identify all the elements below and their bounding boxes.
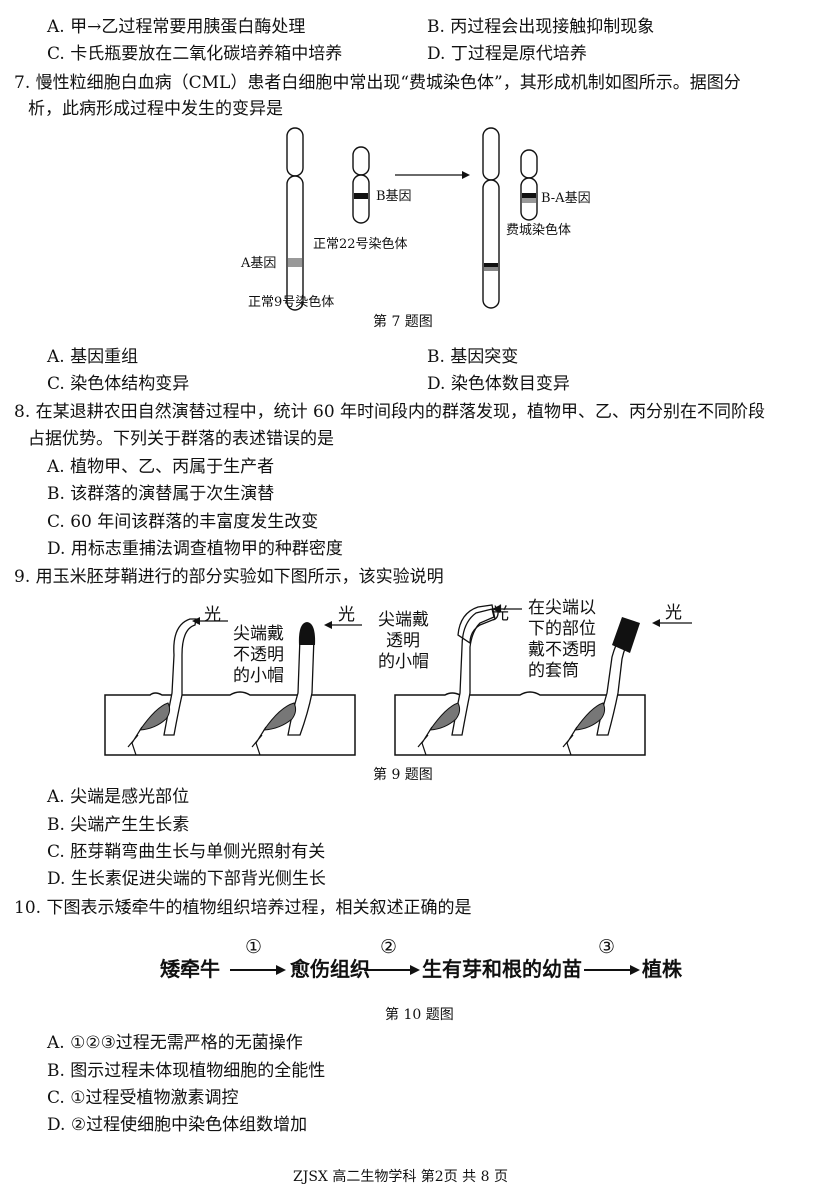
sleeve-line2: 下的部位 xyxy=(528,619,596,639)
q10-stem: 10. 下图表示矮牵牛的植物组织培养过程，相关叙述正确的是 xyxy=(14,898,472,918)
q10-option-a: A. ①②③过程无需严格的无菌操作 xyxy=(47,1033,303,1053)
clear-cap-label: 尖端戴 透明 的小帽 xyxy=(378,610,429,673)
q7-chromosome-figure xyxy=(286,127,538,311)
q9-option-d: D. 生长素促进尖端的下部背光侧生长 xyxy=(47,869,326,889)
q8-option-a: A. 植物甲、乙、丙属于生产者 xyxy=(47,457,275,477)
opaque-cap-label: 尖端戴 不透明 的小帽 xyxy=(233,624,284,687)
light-label-3: 光 xyxy=(492,604,509,624)
experiment-box-right xyxy=(394,604,692,756)
ba-gene-label: B-A基因 xyxy=(541,191,591,206)
q9-option-a: A. 尖端是感光部位 xyxy=(47,787,190,807)
clear-cap-line1: 尖端戴 xyxy=(378,610,429,630)
normal-chromosome-22 xyxy=(352,146,370,224)
flow-step-seedling: 生有芽和根的幼苗 xyxy=(422,957,582,981)
flow-num-1: ① xyxy=(245,936,263,958)
q8-stem-line1: 8. 在某退耕农田自然演替过程中，统计 60 年时间段内的群落发现，植物甲、乙、… xyxy=(14,402,766,422)
q7-stem-line1: 7. 慢性粒细胞白血病（CML）患者白细胞中常出现“费城染色体”，其形成机制如图… xyxy=(14,73,741,93)
opaque-cap-line1: 尖端戴 xyxy=(233,624,284,644)
q10-option-c: C. ①过程受植物激素调控 xyxy=(47,1088,239,1108)
q6-option-c: C. 卡氏瓶要放在二氧化碳培养箱中培养 xyxy=(47,44,343,64)
transform-arrow xyxy=(395,171,470,179)
q6-option-a: A. 甲→乙过程常要用胰蛋白酶处理 xyxy=(47,17,306,37)
light-label-4: 光 xyxy=(665,603,682,623)
q7-option-c: C. 染色体结构变异 xyxy=(47,374,190,394)
flow-step-callus: 愈伤组织 xyxy=(290,957,370,981)
q7-option-d: D. 染色体数目变异 xyxy=(427,374,570,394)
opaque-cap-line2: 不透明 xyxy=(233,645,284,665)
flow-num-2: ② xyxy=(380,936,398,958)
q7-caption: 第 7 题图 xyxy=(373,314,433,330)
sleeve-line3: 戴不透明 xyxy=(528,640,596,660)
flow-num-3: ③ xyxy=(598,936,616,958)
q6-option-b: B. 丙过程会出现接触抑制现象 xyxy=(427,17,655,37)
sleeve-label: 在尖端以 下的部位 戴不透明 的套筒 xyxy=(528,598,596,682)
sleeve-line1: 在尖端以 xyxy=(528,598,596,618)
q9-stem: 9. 用玉米胚芽鞘进行的部分实验如下图所示，该实验说明 xyxy=(14,567,444,587)
q9-option-c: C. 胚芽鞘弯曲生长与单侧光照射有关 xyxy=(47,842,326,862)
philadelphia-chromosome xyxy=(520,149,538,221)
q10-caption: 第 10 题图 xyxy=(385,1007,454,1023)
sleeve-line4: 的套筒 xyxy=(528,661,579,681)
normal-chromosome-9 xyxy=(286,127,304,311)
q9-caption: 第 9 题图 xyxy=(373,767,433,783)
normal9-label: 正常9号染色体 xyxy=(248,295,335,310)
q8-option-d: D. 用标志重捕法调查植物甲的种群密度 xyxy=(47,539,343,559)
flow-arrow-3 xyxy=(584,965,640,975)
q8-stem-line2: 占据优势。下列关于群落的表述错误的是 xyxy=(28,429,334,449)
q7-option-a: A. 基因重组 xyxy=(47,347,139,367)
q7-stem-line2: 析，此病形成过程中发生的变异是 xyxy=(28,99,283,119)
q8-option-b: B. 该群落的演替属于次生演替 xyxy=(47,484,275,504)
philadelphia-label: 费城染色体 xyxy=(506,223,572,238)
flow-arrow-1 xyxy=(230,965,286,975)
q10-option-d: D. ②过程使细胞中染色体组数增加 xyxy=(47,1115,308,1135)
light-label-1: 光 xyxy=(204,605,221,625)
derivative-chromosome-9 xyxy=(482,127,500,309)
b-gene-label: B基因 xyxy=(376,189,412,204)
page-footer: ZJSX 高二生物学科 第2页 共 8 页 xyxy=(293,1169,508,1185)
q8-option-c: C. 60 年间该群落的丰富度发生改变 xyxy=(47,512,319,532)
clear-cap-line2: 透明 xyxy=(386,631,420,651)
clear-cap-line3: 的小帽 xyxy=(378,652,429,672)
flow-step-plant: 植株 xyxy=(642,957,682,981)
opaque-cap-line3: 的小帽 xyxy=(233,666,284,686)
q7-option-b: B. 基因突变 xyxy=(427,347,519,367)
q6-option-d: D. 丁过程是原代培养 xyxy=(427,44,587,64)
normal22-label: 正常22号染色体 xyxy=(313,237,408,252)
q9-option-b: B. 尖端产生生长素 xyxy=(47,815,190,835)
a-gene-label: A基因 xyxy=(241,256,277,271)
flow-arrow-2 xyxy=(364,965,420,975)
q9-coleoptile-figure xyxy=(104,604,692,756)
q10-option-b: B. 图示过程未体现植物细胞的全能性 xyxy=(47,1061,326,1081)
flow-step-petunia: 矮牵牛 xyxy=(160,957,220,981)
experiment-box-left xyxy=(104,617,362,756)
light-label-2: 光 xyxy=(338,605,355,625)
